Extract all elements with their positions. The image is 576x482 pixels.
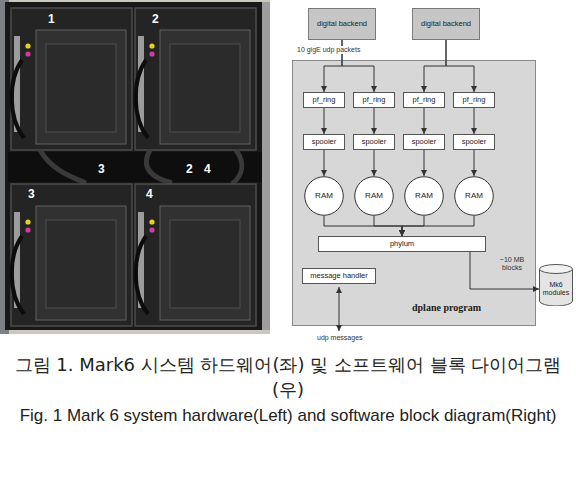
program-panel: dplane program pf_ring pf_ring pf_ring pf_ri… (292, 60, 536, 326)
drive-module (11, 184, 132, 326)
lab-wall (0, 0, 270, 334)
node-label: digital backend (421, 20, 471, 29)
circle-shape (455, 177, 494, 216)
flow-arrow (446, 40, 474, 92)
node-label: pf_ring (463, 96, 486, 105)
panel-title: dplane program (412, 302, 481, 314)
storage-cylinder: Mk6 modules (539, 264, 573, 306)
caption-korean: 그림 1. Mark6 시스템 하드웨어(좌) 및 소프트웨어 블록 다이어그램… (8, 352, 568, 402)
ram-circle: RAM (454, 176, 494, 216)
node-label: RAM (415, 191, 433, 200)
slot-number: 4 (146, 188, 153, 200)
flow-arrow (474, 108, 475, 134)
flow-arrow (324, 40, 342, 92)
slot-number: 2 (152, 13, 159, 25)
node-label: phylum (390, 240, 414, 249)
node-label: pf_ring (313, 96, 336, 105)
slot-number: 4 (204, 163, 211, 175)
spooler-box: spooler (403, 134, 445, 150)
rack-frame (262, 2, 270, 330)
ring-buffer-box: pf_ring (453, 92, 495, 108)
flow-arrow (474, 150, 475, 176)
flow-arrow (424, 150, 425, 176)
node-label: RAM (465, 191, 483, 200)
slot-number: 2 (186, 163, 193, 175)
slot-number: 3 (28, 188, 35, 200)
node-label: Mk6 modules (542, 281, 570, 297)
cylinder-body (540, 269, 573, 306)
node-label: pf_ring (413, 96, 436, 105)
node-label: spooler (362, 138, 387, 147)
circle-shape (305, 177, 344, 216)
edge-group (324, 40, 539, 289)
flow-arrow (424, 108, 425, 134)
drive-module (11, 8, 132, 150)
message-arrow (339, 287, 340, 331)
flow-arrow (374, 216, 402, 236)
message-handler-box: message handler (302, 268, 376, 284)
ring-buffer-box: pf_ring (303, 92, 345, 108)
cable (40, 150, 86, 183)
flow-arrow (342, 40, 374, 92)
node-label: RAM (365, 191, 383, 200)
caption-english: Fig. 1 Mark 6 system hardware(Left) and … (8, 404, 568, 428)
spooler-box: spooler (303, 134, 345, 150)
node-label: digital backend (317, 20, 367, 29)
spooler-box: spooler (453, 134, 495, 150)
ram-circle: RAM (404, 176, 444, 216)
drive-module (135, 8, 256, 150)
flow-arrow (324, 216, 402, 236)
flow-arrow (374, 108, 375, 134)
packet-note: 10 gigE udp packets (296, 46, 361, 54)
cylinder-top (540, 265, 573, 274)
backend-box: digital backend (308, 8, 376, 40)
node-label: spooler (312, 138, 337, 147)
flow-arrow (470, 252, 539, 289)
cable (146, 150, 172, 183)
ram-circle: RAM (304, 176, 344, 216)
spooler-box: spooler (353, 134, 395, 150)
phylum-box: phylum (318, 236, 486, 252)
rack-body (5, 2, 265, 330)
flow-arrow (324, 108, 325, 134)
ram-circle: RAM (354, 176, 394, 216)
slot-number: 3 (98, 163, 105, 175)
node-label: spooler (462, 138, 487, 147)
ring-buffer-box: pf_ring (403, 92, 445, 108)
node-label: message handler (310, 272, 368, 281)
ring-buffer-box: pf_ring (353, 92, 395, 108)
cable (232, 150, 242, 184)
flow-arrow (424, 40, 446, 92)
slot-number: 1 (48, 13, 55, 25)
drive-module (135, 184, 256, 326)
circle-shape (355, 177, 394, 216)
backend-box: digital backend (412, 8, 480, 40)
node-label: RAM (315, 191, 333, 200)
message-note: udp messages (317, 334, 363, 342)
circle-shape (405, 177, 444, 216)
hardware-photo (0, 0, 270, 334)
flow-arrow (324, 150, 325, 176)
flow-arrow (402, 216, 474, 236)
flow-arrow (374, 150, 375, 176)
node-label: pf_ring (363, 96, 386, 105)
node-label: spooler (412, 138, 437, 147)
edge-label: ~10 MB blocks (492, 256, 532, 273)
